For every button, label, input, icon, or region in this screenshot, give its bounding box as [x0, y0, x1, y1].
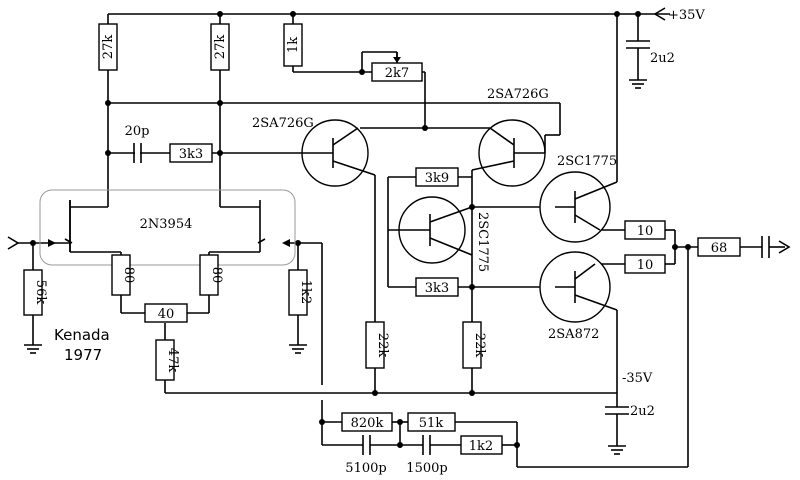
svg-text:51k: 51k: [419, 416, 444, 431]
svg-text:2SC1775: 2SC1775: [475, 212, 490, 272]
svg-text:47k: 47k: [165, 348, 180, 373]
label-2n3954: 2N3954: [140, 217, 193, 232]
resistor-1k2-input: 1k2: [288, 269, 313, 316]
transistor-2sc1775-output: 2SC1775: [539, 154, 618, 243]
resistor-68: 68: [697, 237, 741, 257]
svg-text:2SA872: 2SA872: [548, 327, 599, 342]
svg-text:3k3: 3k3: [179, 147, 203, 162]
svg-text:1500p: 1500p: [406, 461, 447, 476]
svg-text:2u2: 2u2: [650, 51, 675, 66]
credit-year: 1977: [64, 346, 102, 364]
resistor-80-right: 80: [199, 254, 224, 296]
resistor-22k-left: 22k: [365, 321, 390, 369]
resistor-1k2-feedback: 1k2: [460, 435, 503, 455]
resistor-80-left: 80: [111, 254, 136, 296]
svg-text:80: 80: [209, 267, 224, 284]
arrow-terminal-icon: [7, 7, 791, 254]
capacitor-output: [761, 236, 772, 258]
resistor-3k3-bottom: 3k3: [415, 277, 459, 297]
svg-text:56k: 56k: [33, 280, 48, 305]
svg-text:2SC1775: 2SC1775: [557, 154, 617, 169]
svg-text:68: 68: [711, 241, 728, 256]
resistor-3k9: 3k9: [415, 167, 459, 187]
svg-text:1k2: 1k2: [298, 280, 313, 304]
svg-text:10: 10: [637, 224, 654, 239]
resistor-1k: 1k: [283, 23, 303, 67]
transistor-2sa726g-right: 2SA726G: [471, 87, 560, 187]
svg-text:5100p: 5100p: [345, 461, 386, 476]
resistor-22k-right: 22k: [462, 321, 487, 369]
resistor-40: 40: [144, 303, 188, 323]
svg-text:2SA726G: 2SA726G: [252, 116, 314, 131]
capacitor-5100p: 5100p: [345, 435, 387, 476]
transistor-2sa726g-left: 2SA726G: [252, 116, 376, 187]
resistor-10-top: 10: [624, 220, 666, 240]
svg-text:80: 80: [121, 267, 136, 284]
capacitor-2u2-bottom: 2u2: [605, 404, 655, 419]
junctions: [30, 11, 691, 448]
resistor-51k: 51k: [407, 412, 456, 432]
rail-negative-label: -35V: [622, 371, 653, 386]
capacitor-2u2-top: 2u2: [626, 40, 675, 66]
svg-text:2u2: 2u2: [630, 404, 655, 419]
svg-text:1k2: 1k2: [469, 439, 493, 454]
svg-text:3k9: 3k9: [425, 171, 449, 186]
credit-author: Kenada: [54, 326, 110, 344]
resistor-2k7-pot: 2k7: [371, 52, 423, 82]
resistor-820k: 820k: [341, 412, 393, 432]
rail-positive-label: +35V: [668, 8, 705, 23]
svg-text:27k: 27k: [101, 35, 116, 60]
svg-text:2SA726G: 2SA726G: [487, 87, 549, 102]
resistor-56k: 56k: [23, 269, 48, 316]
capacitor-1500p: 1500p: [406, 435, 448, 476]
transistor-2sc1775-vertical: 2SC1775: [388, 196, 490, 272]
svg-text:10: 10: [637, 258, 654, 273]
resistor-3k3-top: 3k3: [169, 143, 213, 163]
capacitor-20p: 20p: [125, 124, 150, 163]
svg-text:1k: 1k: [286, 37, 301, 53]
resistor-27k-right: 27k: [210, 23, 230, 71]
resistor-27k-left: 27k: [98, 23, 118, 71]
ground-icon: [24, 79, 647, 455]
svg-text:2k7: 2k7: [385, 66, 409, 81]
resistor-47k: 47k: [155, 339, 180, 381]
2n3954-dual-fet-outline: [39, 189, 296, 266]
resistor-10-bottom: 10: [624, 254, 666, 274]
svg-text:22k: 22k: [375, 333, 390, 358]
svg-text:27k: 27k: [213, 35, 228, 60]
svg-text:20p: 20p: [125, 124, 150, 139]
svg-text:820k: 820k: [351, 416, 384, 431]
svg-text:22k: 22k: [472, 333, 487, 358]
svg-text:40: 40: [158, 307, 175, 322]
transistor-2sa872: 2SA872: [539, 251, 618, 342]
2n3954-fet-symbols: [64, 200, 266, 252]
svg-text:3k3: 3k3: [425, 281, 449, 296]
